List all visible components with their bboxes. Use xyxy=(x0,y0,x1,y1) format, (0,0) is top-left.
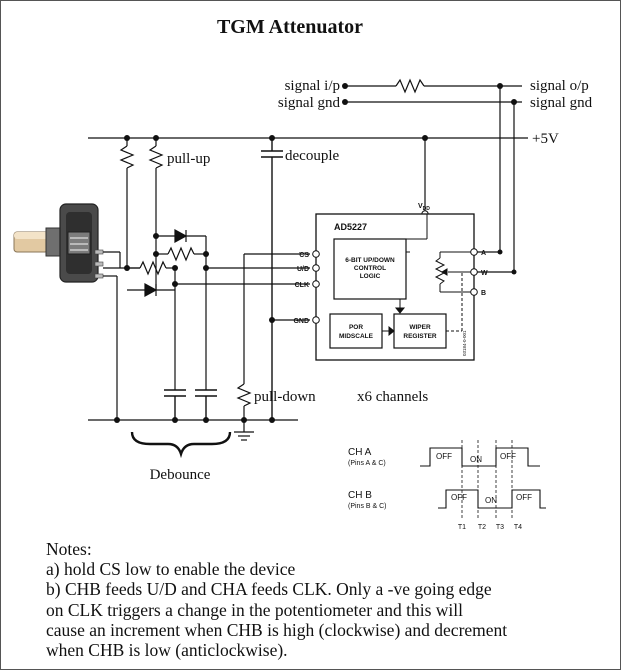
node xyxy=(269,417,275,423)
signal-gnd-label-right: signal gnd xyxy=(530,95,593,111)
cha-state: ON xyxy=(470,455,482,464)
tick-label: T2 xyxy=(478,524,486,531)
node xyxy=(203,417,209,423)
debounce-brace xyxy=(130,431,232,459)
signal-gnd-node xyxy=(342,99,348,105)
ad5227-chip: AD5227 6-BIT UP/DOWN CONTROL LOGIC POR M… xyxy=(315,213,475,361)
channels-label: x6 channels xyxy=(357,389,428,405)
node xyxy=(153,251,159,257)
tick-label: T3 xyxy=(496,524,504,531)
diagram-title: TGM Attenuator xyxy=(217,16,363,38)
node xyxy=(172,265,178,271)
logic-block xyxy=(333,238,407,300)
logic-line: 6-BIT UP/DOWN xyxy=(345,257,395,264)
notes-heading: Notes: xyxy=(46,539,92,559)
chb-sub-label: (Pins B & C) xyxy=(348,503,387,510)
chip-pins-right: A W B xyxy=(466,248,517,297)
tick-label: T1 xyxy=(458,524,466,531)
chb-state: ON xyxy=(485,496,497,505)
cha-state: OFF xyxy=(436,452,452,461)
wiper-line: WIPER xyxy=(409,324,431,331)
wiper-line: REGISTER xyxy=(403,333,437,340)
chb-state: OFF xyxy=(516,493,532,502)
pin-cs-label: CS xyxy=(299,252,309,259)
note-line: a) hold CS low to enable the device xyxy=(46,559,296,580)
node xyxy=(172,281,178,287)
logic-line: LOGIC xyxy=(360,273,381,280)
pin-b-label: B xyxy=(481,290,486,297)
pin-w-label: W xyxy=(481,270,488,277)
node xyxy=(172,417,178,423)
notes-block: Notes: a) hold CS low to enable the devi… xyxy=(46,539,616,660)
por-block xyxy=(329,313,383,349)
cha-waveform xyxy=(420,447,540,467)
pin-gnd-label: GND xyxy=(293,318,309,325)
pullup-label: pull-up xyxy=(167,151,210,167)
chip-part-code: 03184-0-001 xyxy=(462,330,467,356)
chb-state: OFF xyxy=(451,493,467,502)
wiper-block xyxy=(393,313,447,349)
decouple-capacitor xyxy=(261,138,283,420)
signal-op-node xyxy=(497,83,503,89)
signal-gnd-label-left: signal gnd xyxy=(278,95,341,111)
pin-clk-label: CLK xyxy=(295,282,309,289)
node xyxy=(203,265,209,271)
rotary-encoder-image xyxy=(13,203,104,283)
decouple-label: decouple xyxy=(285,148,339,164)
cha-state: OFF xyxy=(500,452,516,461)
signal-path xyxy=(345,78,522,272)
node xyxy=(153,233,159,239)
chb-label: CH B xyxy=(348,490,372,501)
pullup-resistors xyxy=(119,138,164,290)
signal-op-label: signal o/p xyxy=(530,78,589,94)
logic-line: CONTROL xyxy=(354,265,386,272)
chip-name: AD5227 xyxy=(334,222,367,232)
pulldown-label: pull-down xyxy=(254,389,316,405)
por-line: POR xyxy=(349,324,363,331)
encoder-wires xyxy=(103,251,140,420)
chb-waveform xyxy=(438,489,546,509)
node xyxy=(203,251,209,257)
pin-a-label: A xyxy=(481,250,486,257)
debounce-capacitors xyxy=(164,389,217,420)
por-line: MIDSCALE xyxy=(339,333,374,340)
note-line: when CHB is low (anticlockwise). xyxy=(46,640,288,661)
pin-ud-label: U/D xyxy=(297,266,309,273)
vdd-label: VDD xyxy=(418,203,430,212)
debounce-lower xyxy=(127,260,310,390)
note-line: cause an increment when CHB is high (clo… xyxy=(46,619,508,640)
cha-sub-label: (Pins A & C) xyxy=(348,460,386,467)
node xyxy=(241,417,247,423)
tick-label: T4 xyxy=(514,524,522,531)
timing-diagram: CH A (Pins A & C) CH B (Pins B & C) OFF … xyxy=(348,440,546,531)
node xyxy=(114,417,120,423)
chip-pins-left: CS U/D CLK GND xyxy=(293,250,320,325)
supply-label: +5V xyxy=(532,131,559,147)
cha-label: CH A xyxy=(348,447,372,458)
node xyxy=(124,265,130,271)
signal-ip-label: signal i/p xyxy=(285,78,340,94)
signal-ip-node xyxy=(342,83,348,89)
debounce-upper xyxy=(156,228,310,390)
signal-gnd-right-node xyxy=(511,99,517,105)
note-line: b) CHB feeds U/D and CHA feeds CLK. Only… xyxy=(46,579,492,600)
note-line: on CLK triggers a change in the potentio… xyxy=(46,599,463,620)
debounce-label: Debounce xyxy=(150,467,211,483)
